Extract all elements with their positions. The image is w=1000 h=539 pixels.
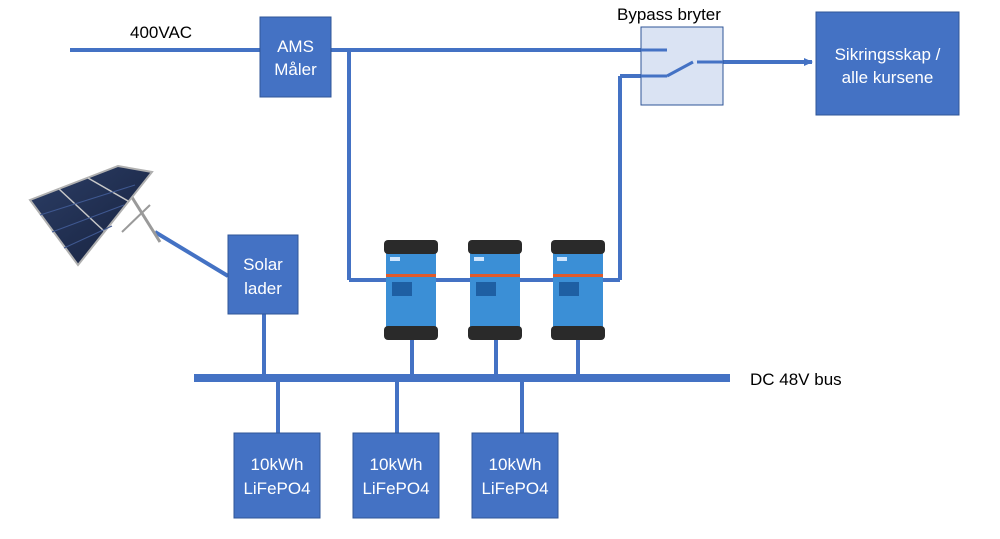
battery-2-line2: LiFePO4 <box>362 479 429 498</box>
inverter-2-bottom-cap <box>468 326 522 340</box>
fuse-panel-line2: alle kursene <box>842 68 934 87</box>
bypass-switch-box <box>640 26 724 106</box>
ams-meter-box: AMS Måler <box>259 16 332 98</box>
solar-panel-frame <box>28 164 154 267</box>
inverter-2-top-cap <box>468 240 522 254</box>
solar-panel-cable <box>153 230 230 278</box>
inverter-3-stripe <box>553 274 603 277</box>
inverter-1-display <box>392 282 412 296</box>
inverter-3-bottom-cap <box>551 326 605 340</box>
solar-panel-image <box>28 164 162 267</box>
inverter-3-top-cap <box>551 240 605 254</box>
bypass-switch-lever <box>666 60 694 78</box>
battery-3-line2: LiFePO4 <box>481 479 548 498</box>
battery-3-line1: 10kWh <box>489 455 542 474</box>
inverter-3-brand-mark <box>557 257 567 261</box>
solar-charger-box: Solar lader <box>227 234 299 315</box>
inverter-3 <box>551 240 605 340</box>
inverter-1 <box>384 240 438 340</box>
battery-1-box: 10kWh LiFePO4 <box>233 432 321 519</box>
inverter-2 <box>468 240 522 340</box>
solar-panel-grid-3 <box>63 225 113 249</box>
battery-2-line1: 10kWh <box>370 455 423 474</box>
battery-1-line1: 10kWh <box>251 455 304 474</box>
inverter-2-brand-mark <box>474 257 484 261</box>
fuse-panel-box: Sikringsskap / alle kursene <box>815 11 960 116</box>
fuse-panel-line1: Sikringsskap / <box>835 45 941 64</box>
ac-input-label: 400VAC <box>130 23 192 42</box>
solar-charger-line2: lader <box>244 279 282 298</box>
solar-panel-stand-b <box>121 204 151 233</box>
inverter-1-brand-mark <box>390 257 400 261</box>
dc-bus-bar <box>194 374 730 382</box>
bypass-switch-label: Bypass bryter <box>617 5 721 24</box>
wiring <box>70 48 813 433</box>
solar-charger-line1: Solar <box>243 255 283 274</box>
inverter-1-stripe <box>386 274 436 277</box>
inverter-2-stripe <box>470 274 520 277</box>
solar-panel-divider-2 <box>87 177 129 202</box>
battery-1-line2: LiFePO4 <box>243 479 310 498</box>
inverter-2-display <box>476 282 496 296</box>
inverter-1-top-cap <box>384 240 438 254</box>
solar-panel-divider-1 <box>58 188 105 232</box>
battery-2-box: 10kWh LiFePO4 <box>352 432 440 519</box>
ams-meter-line1: AMS <box>277 37 314 56</box>
bypass-switch <box>640 26 724 106</box>
inverter-1-bottom-cap <box>384 326 438 340</box>
dc-bus-label: DC 48V bus <box>750 370 842 389</box>
solar-panel-grid-2 <box>51 204 125 233</box>
ams-meter-line2: Måler <box>274 60 317 79</box>
solar-panel-grid-1 <box>39 184 136 216</box>
battery-3-box: 10kWh LiFePO4 <box>471 432 559 519</box>
inverter-3-display <box>559 282 579 296</box>
